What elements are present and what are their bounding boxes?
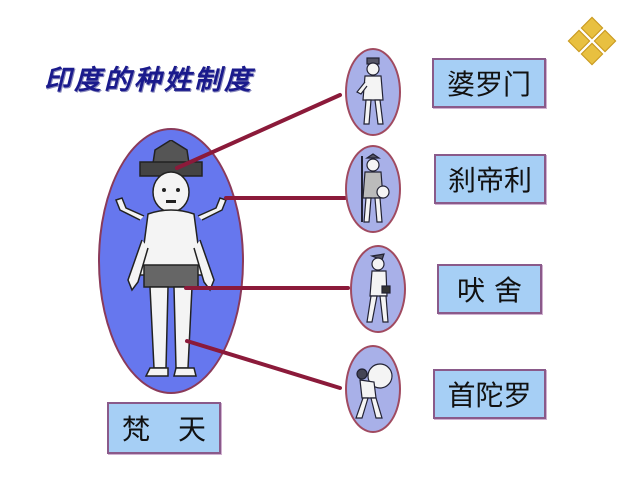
caste-label-vaishya: 吠 舍 xyxy=(437,264,542,314)
warrior-figure-icon xyxy=(361,153,390,223)
caste-label-shudra: 首陀罗 xyxy=(433,369,546,419)
connector-feet-to-shudra xyxy=(185,339,342,390)
merchant-figure-icon xyxy=(366,253,391,323)
brahma-figure-icon xyxy=(115,140,227,377)
page-title: 印度的种姓制度 xyxy=(44,65,254,96)
connector-head-to-brahmin xyxy=(175,93,342,170)
laborer-figure-icon xyxy=(355,363,393,419)
deity-label-brahma: 梵 天 xyxy=(107,402,221,454)
caste-label-brahmin: 婆罗门 xyxy=(432,58,546,108)
priest-figure-icon xyxy=(356,57,384,125)
caste-label-kshatriya: 刹帝利 xyxy=(434,154,546,204)
